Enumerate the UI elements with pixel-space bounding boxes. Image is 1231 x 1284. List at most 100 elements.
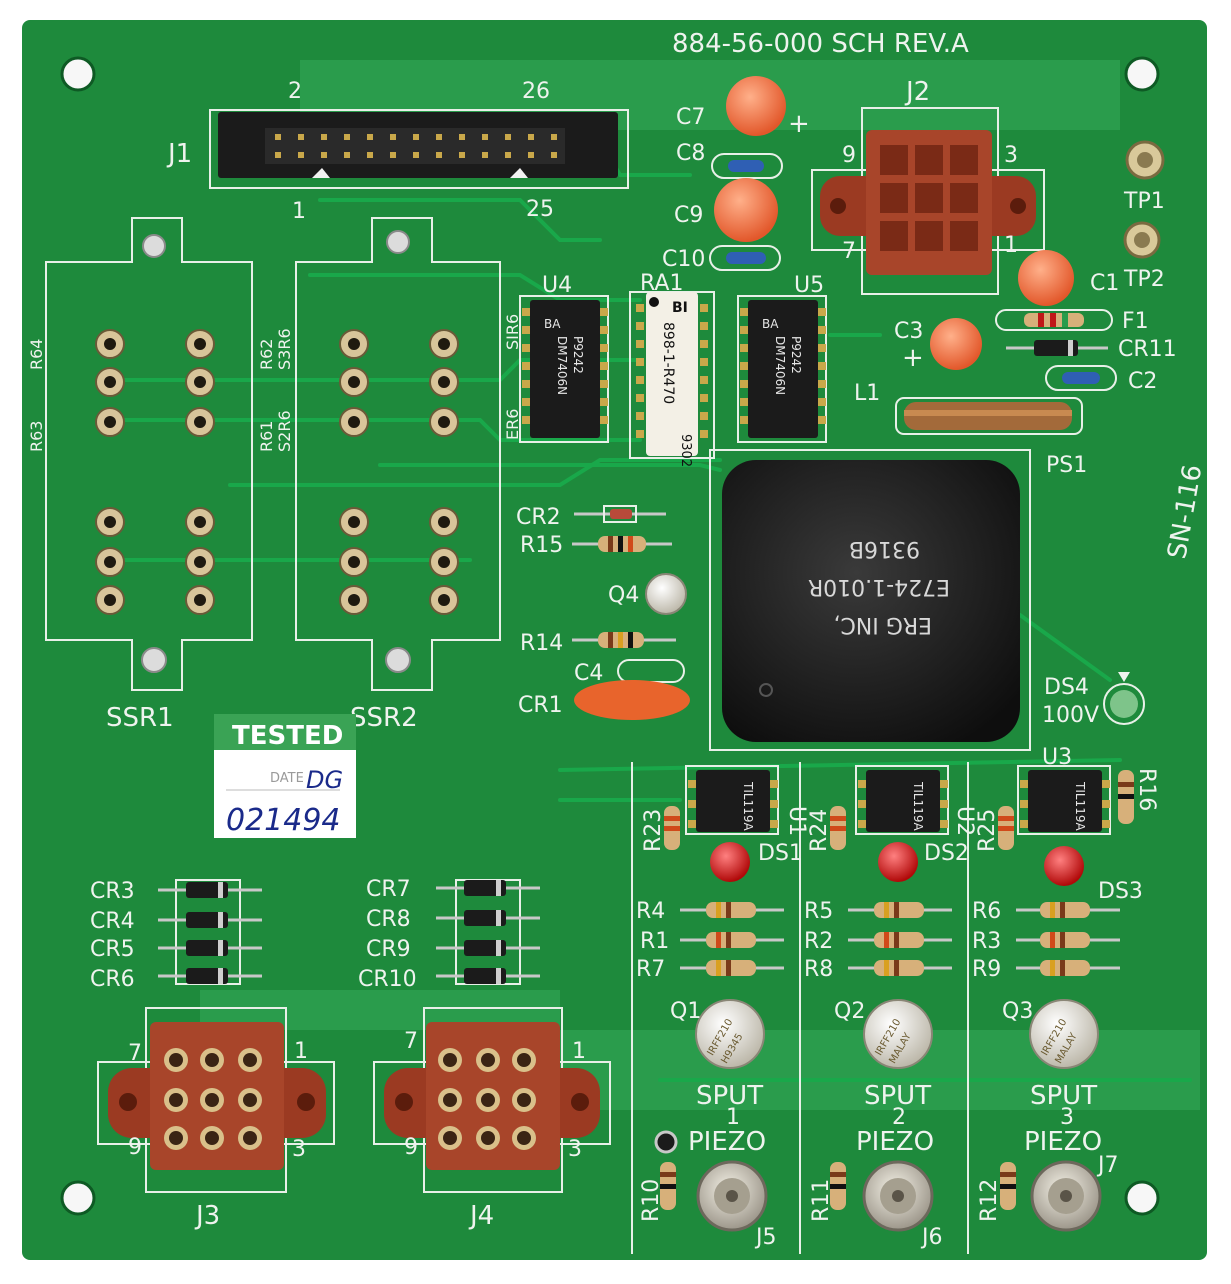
part-number-label: 884-56-000 SCH REV.A	[672, 29, 969, 59]
j7-bnc-connector[interactable]	[1030, 1160, 1102, 1232]
sput2-label: SPUT	[864, 1081, 931, 1111]
u3-optocoupler	[1017, 765, 1111, 835]
tp2-test-point[interactable]	[1123, 221, 1161, 259]
c7-polarity: +	[788, 109, 810, 139]
cr11-diode	[1006, 340, 1108, 356]
f1-label: F1	[1122, 309, 1149, 334]
r23-label: R23	[641, 809, 666, 852]
j5-bnc-connector[interactable]	[696, 1160, 768, 1232]
cr6-label: CR6	[90, 967, 135, 992]
j6-bnc-connector[interactable]	[862, 1160, 934, 1232]
r14-label: R14	[520, 631, 563, 656]
r7-resistor	[680, 960, 784, 976]
c2-capacitor	[1045, 365, 1117, 391]
r4-resistor	[680, 902, 784, 918]
u2-label: U2	[952, 806, 977, 836]
r61-label: R61	[257, 421, 276, 452]
u4-model: DM7406N	[555, 336, 569, 395]
piezo1-label: PIEZO	[688, 1127, 766, 1157]
ra1-model: 898-1-R470	[660, 322, 676, 404]
r10-resistor	[660, 1162, 676, 1210]
u5-model: DM7406N	[773, 336, 787, 395]
r1-resistor	[680, 932, 784, 948]
sput3-label: SPUT	[1030, 1081, 1097, 1111]
q1-mosfet	[695, 999, 765, 1069]
r6-resistor	[1016, 902, 1120, 918]
u5-label: U5	[794, 273, 824, 298]
q2-mosfet	[863, 999, 933, 1069]
cr8-label: CR8	[366, 907, 411, 932]
cr10-label: CR10	[358, 967, 417, 992]
r10-label: R10	[639, 1179, 664, 1222]
l1-label: L1	[854, 381, 880, 406]
r16-resistor	[1118, 770, 1134, 824]
j2-pin1-label: 1	[1004, 233, 1018, 258]
j3-pin9-label: 9	[128, 1135, 142, 1160]
r3-label: R3	[972, 929, 1001, 954]
u5-brand: BA	[762, 317, 779, 331]
j2-connector[interactable]	[811, 107, 1045, 295]
ds3-label: DS3	[1098, 879, 1143, 904]
cr7-label: CR7	[366, 877, 411, 902]
r2-label: R2	[804, 929, 833, 954]
diode-array-right	[436, 879, 540, 985]
ds4-value: 100V	[1042, 703, 1099, 728]
u1-optocoupler	[685, 765, 779, 835]
j3-connector[interactable]	[97, 1007, 335, 1193]
tp1-test-point[interactable]	[1125, 140, 1165, 180]
c10-label: C10	[662, 247, 705, 272]
ssr2-relay-footprint	[295, 217, 501, 691]
r24-resistor	[830, 806, 846, 850]
diode-array-left	[158, 879, 262, 985]
ds1-label: DS1	[758, 841, 803, 866]
r12-label: R12	[977, 1179, 1002, 1222]
cr2-label: CR2	[516, 505, 561, 530]
j2-label: J2	[904, 77, 930, 107]
r3-resistor	[1016, 932, 1120, 948]
ssr1-label: SSR1	[106, 703, 174, 733]
j4-pin7-label: 7	[404, 1029, 418, 1054]
sput2-number: 2	[892, 1105, 906, 1130]
c3-capacitor	[930, 318, 982, 370]
r64-label: R64	[27, 339, 46, 370]
j1-pin26-label: 26	[522, 79, 550, 104]
tested-sticker	[214, 714, 356, 838]
ds1-led	[710, 842, 750, 882]
sput1-number: 1	[726, 1105, 740, 1130]
ds4-indicator	[1103, 672, 1145, 725]
sticker-title: TESTED	[232, 721, 343, 751]
r8-resistor	[848, 960, 952, 976]
r10-pad-top	[654, 1130, 678, 1154]
r8-label: R8	[804, 957, 833, 982]
r11-label: R11	[809, 1179, 834, 1222]
cr9-label: CR9	[366, 937, 411, 962]
j1-pins	[275, 134, 557, 158]
j1-pin1-label: 1	[292, 199, 306, 224]
r5-resistor	[848, 902, 952, 918]
j1-pin2-label: 2	[288, 79, 302, 104]
f1-fuse	[995, 309, 1113, 331]
j3-pin3-label: 3	[292, 1137, 306, 1162]
ds2-label: DS2	[924, 841, 969, 866]
ra1-brand: BI	[672, 300, 688, 316]
cr11-label: CR11	[1118, 337, 1177, 362]
j4-label: J4	[468, 1201, 494, 1231]
q2-label: Q2	[834, 999, 865, 1024]
j1-header[interactable]	[209, 109, 629, 189]
j4-pin3-label: 3	[568, 1137, 582, 1162]
q4-transistor	[645, 573, 687, 615]
r25-label: R25	[975, 809, 1000, 852]
u4-ic	[519, 295, 609, 443]
j4-connector[interactable]	[373, 1007, 611, 1193]
q1-label: Q1	[670, 999, 701, 1024]
r6-label: R6	[972, 899, 1001, 924]
sticker-handwritten-date: 021494	[226, 803, 341, 838]
c7-capacitor	[726, 76, 786, 136]
r16-label: R16	[1134, 768, 1159, 811]
ssr1-relay-footprint	[45, 217, 253, 691]
j1-pin25-label: 25	[526, 197, 554, 222]
sticker-initials: DG	[306, 766, 343, 794]
ds4-label: DS4	[1044, 675, 1089, 700]
r2-resistor	[848, 932, 952, 948]
sput3-number: 3	[1060, 1105, 1074, 1130]
